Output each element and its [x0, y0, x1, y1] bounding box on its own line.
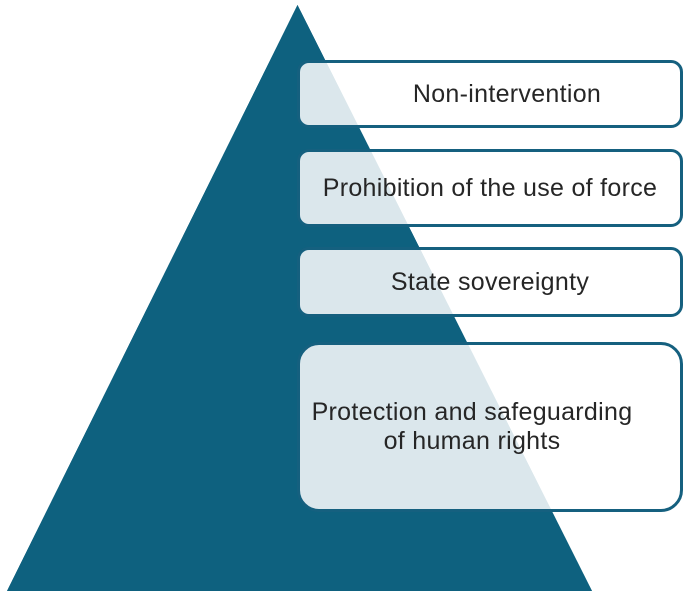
level-label-prohibition-use-of-force: Prohibition of the use of force: [322, 173, 658, 202]
level-label-non-intervention: Non-intervention: [412, 79, 602, 108]
level-box-state-sovereignty: State sovereignty: [297, 247, 683, 317]
level-label-protection-human-rights: Protection and safeguarding of human rig…: [311, 398, 633, 455]
level-box-prohibition-use-of-force: Prohibition of the use of force: [297, 149, 683, 227]
level-label-state-sovereignty: State sovereignty: [390, 267, 590, 296]
level-box-non-intervention: Non-intervention: [297, 60, 683, 128]
level-box-protection-human-rights: Protection and safeguarding of human rig…: [297, 342, 683, 512]
